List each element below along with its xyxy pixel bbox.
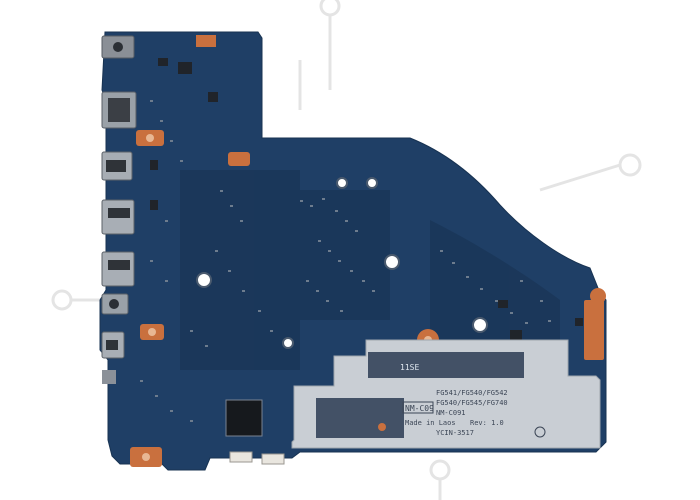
screw-holes	[196, 177, 488, 349]
shield-screw	[378, 423, 386, 431]
shield-window-2	[316, 398, 404, 438]
silk-line-3: NM-C091	[436, 409, 466, 417]
recycle-mark	[534, 426, 546, 438]
made-in-label: Made in Laos	[405, 419, 456, 427]
silk-line-2: FG540/FG545/FG740	[436, 399, 508, 407]
shield-window	[368, 352, 524, 378]
silk-line-1: FG541/FG540/FG542	[436, 389, 508, 397]
rev-label: Rev: 1.0	[470, 419, 504, 427]
model-label: NM-C09	[405, 404, 434, 413]
bottom-connectors	[229, 451, 285, 465]
io-ports	[101, 35, 137, 384]
silk-line-4: YCIN-3517	[436, 429, 474, 437]
smd-components	[140, 100, 551, 422]
model-box	[402, 401, 434, 414]
small-label: 11SE	[400, 363, 419, 372]
trace-shading	[180, 170, 560, 370]
